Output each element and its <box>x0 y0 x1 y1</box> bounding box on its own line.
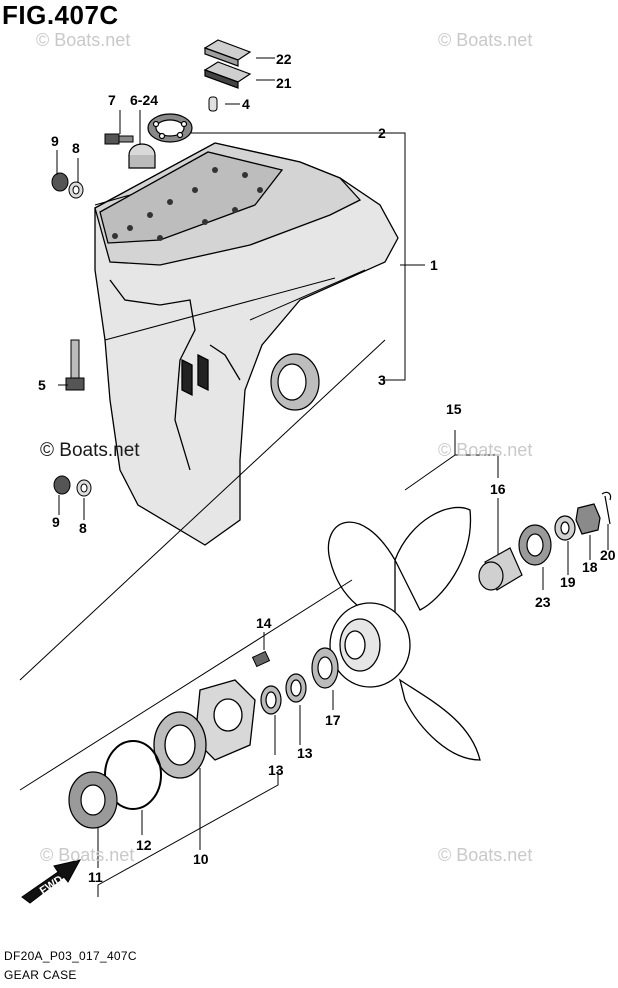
callout-8-bottom: 8 <box>79 520 87 536</box>
callout-labels: 1 2 3 4 5 6-24 7 8 9 8 9 10 11 12 13 13 … <box>38 51 616 885</box>
part-19-washer <box>554 515 576 541</box>
leader-lines <box>19 57 609 897</box>
callout-17: 17 <box>325 712 341 728</box>
part-4-pin <box>208 96 218 112</box>
watermark: © Boats.net <box>40 440 140 461</box>
part-11-seal <box>68 771 118 829</box>
callout-9-top: 9 <box>51 133 59 149</box>
callout-18: 18 <box>582 559 598 575</box>
part-8-washer-bottom <box>76 479 92 497</box>
callout-23: 23 <box>535 594 551 610</box>
fwd-arrow: FWD <box>21 859 81 904</box>
watermark: © Boats.net <box>438 440 533 460</box>
watermark: © Boats.net <box>36 30 131 50</box>
part-2-bearing <box>147 113 193 143</box>
part-5-bolt <box>65 339 85 391</box>
callout-13-a: 13 <box>268 762 284 778</box>
part-17-washer <box>311 647 339 689</box>
callout-22: 22 <box>276 51 292 67</box>
part-23-spacer <box>518 524 552 566</box>
part-8-washer-top <box>68 181 84 199</box>
part-6-24-bushing <box>128 143 156 169</box>
part-15-propeller <box>327 506 481 761</box>
callout-16: 16 <box>490 481 506 497</box>
flange-holes <box>112 167 263 241</box>
gear-case-housing <box>94 142 399 546</box>
part-22-seal <box>203 39 252 67</box>
callout-21: 21 <box>276 75 292 91</box>
watermark: © Boats.net <box>40 845 135 865</box>
part-9-plug-top <box>51 172 69 192</box>
watermark: © Boats.net <box>438 845 533 865</box>
callout-9-bottom: 9 <box>52 514 60 530</box>
callout-7: 7 <box>108 92 116 108</box>
callout-6-24: 6-24 <box>130 92 158 108</box>
part-16-thrust-piece <box>478 547 523 591</box>
callout-11: 11 <box>88 869 103 885</box>
callout-12: 12 <box>136 837 152 853</box>
part-20-cotter-pin <box>601 491 612 525</box>
figure-name: GEAR CASE <box>4 968 77 982</box>
callout-3: 3 <box>378 372 386 388</box>
callout-13-b: 13 <box>297 745 313 761</box>
callout-19: 19 <box>560 574 576 590</box>
part-9-plug-bottom <box>53 475 71 495</box>
callout-15: 15 <box>446 401 462 417</box>
callout-8-top: 8 <box>72 140 80 156</box>
part-21-seal <box>203 61 252 89</box>
watermark: © Boats.net <box>438 30 533 50</box>
part-14-bolt <box>251 650 271 668</box>
part-13-seals <box>260 673 307 715</box>
figure-title: FIG.407C <box>2 0 119 30</box>
part-10-bearing-housing <box>153 679 256 779</box>
callout-5: 5 <box>38 377 46 393</box>
callout-10: 10 <box>193 851 209 867</box>
callout-1: 1 <box>430 257 438 273</box>
figure-code: DF20A_P03_017_407C <box>4 949 137 963</box>
part-7-bolt <box>104 133 134 145</box>
callout-2: 2 <box>378 125 386 141</box>
callout-4: 4 <box>242 96 250 112</box>
callout-20: 20 <box>600 547 616 563</box>
callout-14: 14 <box>256 615 272 631</box>
part-18-nut <box>575 503 601 535</box>
part-3-seal <box>270 353 320 411</box>
